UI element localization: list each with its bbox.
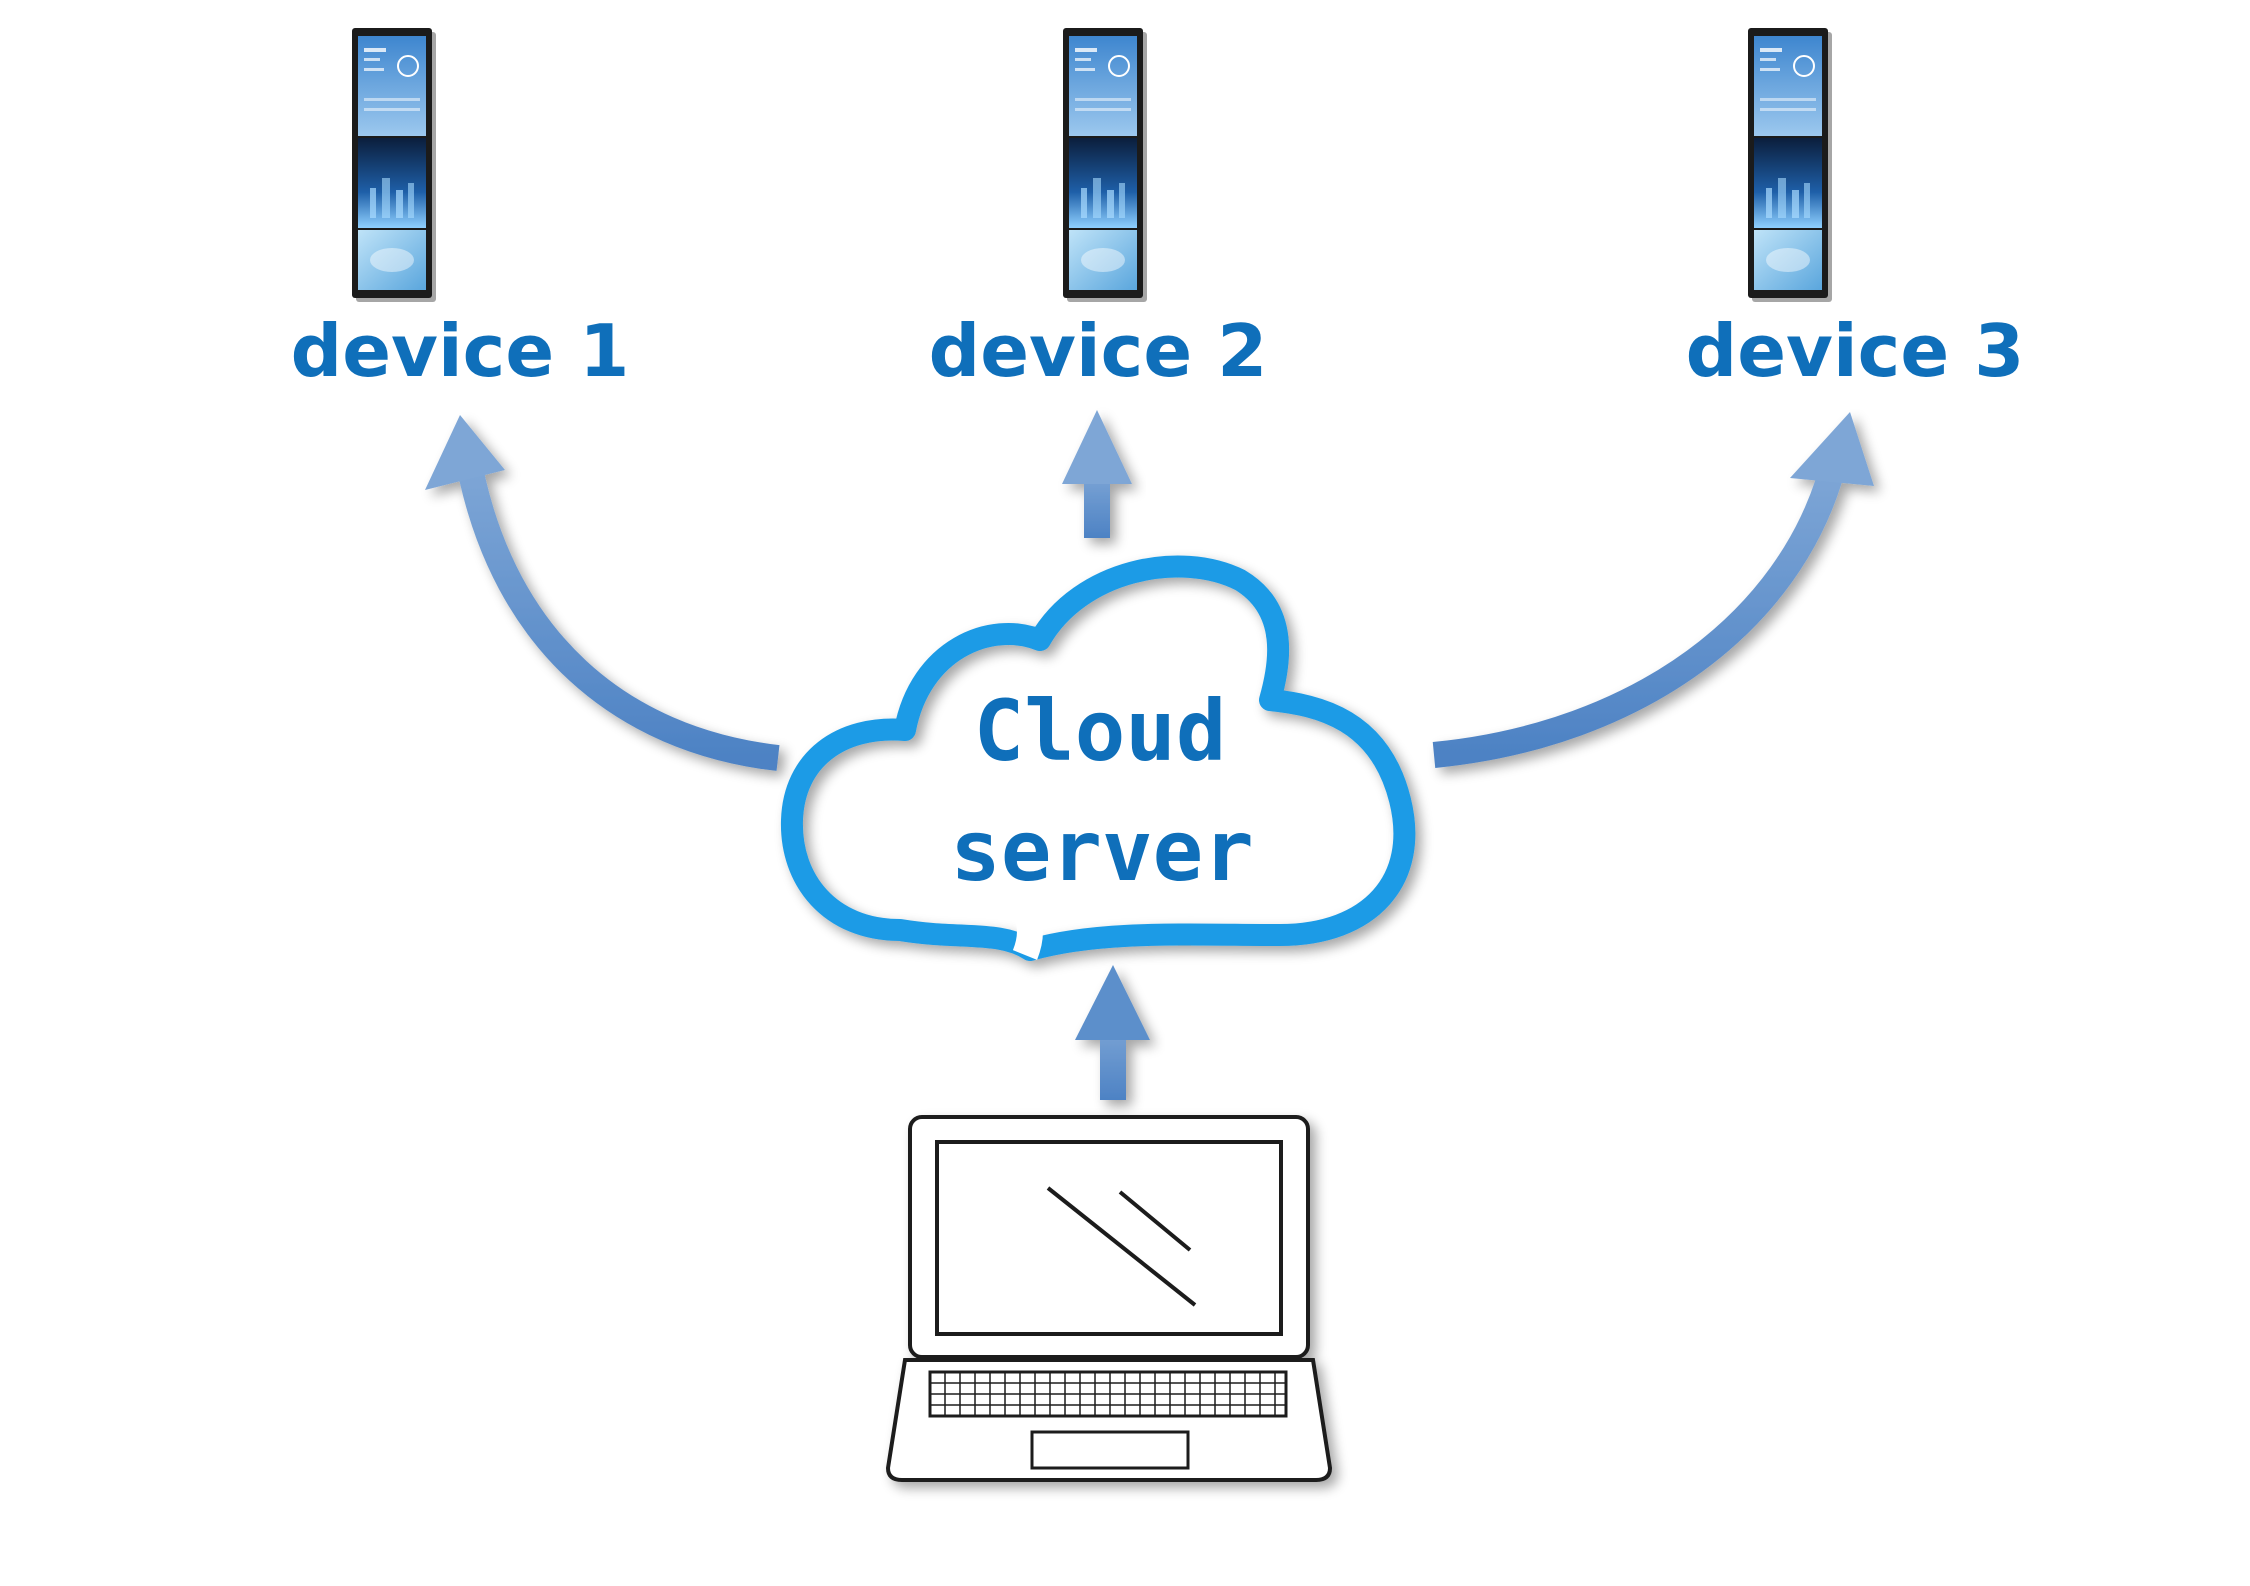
arrow-laptop-to-cloud [1075, 965, 1150, 1100]
tablet-display-icon [1747, 27, 1833, 303]
arrow-to-device-1 [425, 415, 780, 771]
tablet-display-icon [1062, 27, 1148, 303]
cloud-label-line-2: server [950, 802, 1253, 900]
cloud-label-line-1: Cloud [974, 682, 1227, 780]
cloud-server: Cloud server [780, 555, 1416, 961]
device-1: device 1 [291, 27, 630, 393]
tablet-display-icon [351, 27, 437, 303]
device-3: device 3 [1686, 27, 2025, 393]
arrow-to-device-3 [1432, 412, 1874, 768]
laptop-icon [885, 1115, 1333, 1482]
device-3-label: device 3 [1686, 309, 2025, 393]
device-2-label: device 2 [929, 309, 1268, 393]
device-1-label: device 1 [291, 309, 630, 393]
cloud-icon [780, 555, 1416, 961]
device-2: device 2 [929, 27, 1268, 393]
arrow-to-device-2 [1062, 410, 1132, 538]
